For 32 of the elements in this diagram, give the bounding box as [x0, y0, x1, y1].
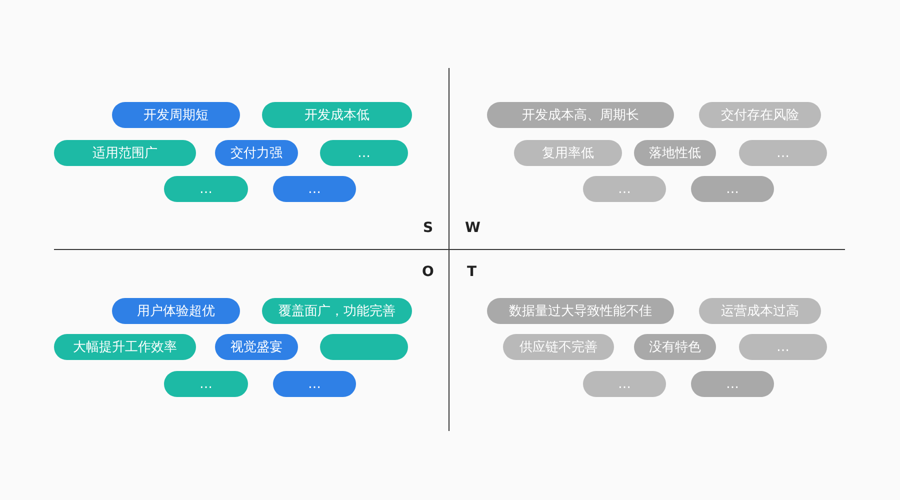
tag-pill: 适用范围广	[54, 140, 196, 166]
quadrant-letter: T	[467, 264, 477, 280]
tag-pill: …	[273, 371, 356, 397]
tag-pill: …	[583, 371, 666, 397]
tag-pill: …	[164, 176, 248, 202]
tag-pill: 开发成本高、周期长	[487, 102, 674, 128]
tag-pill: …	[320, 140, 408, 166]
tag-pill: 供应链不完善	[503, 334, 614, 360]
tag-pill: 开发成本低	[262, 102, 412, 128]
tag-pill: …	[273, 176, 356, 202]
tag-pill: 数据量过大导致性能不佳	[487, 298, 674, 324]
tag-pill: 复用率低	[514, 140, 622, 166]
quadrant-letter: O	[422, 264, 434, 280]
tag-pill: …	[691, 371, 774, 397]
tag-pill: 覆盖面广，功能完善	[262, 298, 412, 324]
quadrant-letter: W	[465, 220, 480, 236]
tag-pill: 开发周期短	[112, 102, 240, 128]
tag-pill: …	[583, 176, 666, 202]
quadrant-letter: S	[423, 220, 434, 236]
tag-pill: 视觉盛宴	[215, 334, 298, 360]
tag-pill	[320, 334, 408, 360]
tag-pill: 大幅提升工作效率	[54, 334, 196, 360]
tag-pill: 运营成本过高	[699, 298, 821, 324]
tag-pill: 落地性低	[634, 140, 716, 166]
tag-pill: 交付力强	[215, 140, 298, 166]
tag-pill: 没有特色	[634, 334, 716, 360]
tag-pill: …	[739, 140, 827, 166]
tag-pill: …	[739, 334, 827, 360]
tag-pill: 交付存在风险	[699, 102, 821, 128]
tag-pill: …	[691, 176, 774, 202]
tag-pill: …	[164, 371, 248, 397]
tag-pill: 用户体验超优	[112, 298, 240, 324]
